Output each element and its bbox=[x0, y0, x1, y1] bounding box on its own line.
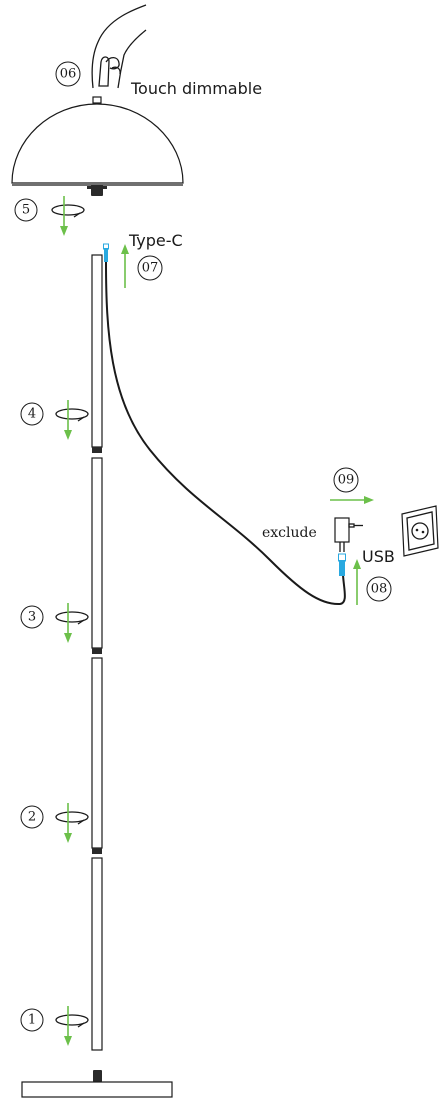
wall-socket-icon bbox=[401, 505, 439, 557]
pole-segment-2 bbox=[91, 657, 103, 854]
svg-text:1: 1 bbox=[28, 1013, 36, 1028]
step-4-badge: 4 bbox=[20, 402, 44, 426]
rotate-arrow-icon bbox=[55, 611, 89, 625]
down-arrow-icon bbox=[64, 400, 72, 440]
step-06-badge: 06 bbox=[55, 61, 81, 87]
step-09-badge: 09 bbox=[333, 467, 359, 493]
right-arrow-icon bbox=[330, 496, 374, 504]
step-3-badge: 3 bbox=[20, 605, 44, 629]
up-arrow-icon bbox=[121, 244, 129, 288]
power-adapter bbox=[334, 517, 363, 552]
usb-label: USB bbox=[362, 547, 395, 566]
pole-segment-4 bbox=[91, 254, 103, 453]
svg-text:5: 5 bbox=[22, 203, 30, 218]
down-arrow-icon bbox=[64, 603, 72, 643]
touch-dimmable-label: Touch dimmable bbox=[130, 79, 262, 98]
svg-text:08: 08 bbox=[371, 582, 388, 597]
type-c-label: Type-C bbox=[128, 231, 183, 250]
hand-touch-icon bbox=[91, 4, 147, 89]
power-cable bbox=[105, 261, 346, 606]
pole-segment-3 bbox=[91, 457, 103, 654]
rotate-arrow-icon bbox=[55, 408, 89, 422]
rotate-arrow-icon bbox=[51, 204, 85, 218]
svg-text:4: 4 bbox=[28, 407, 36, 422]
down-arrow-icon bbox=[64, 1006, 72, 1046]
lamp-base bbox=[21, 1070, 173, 1098]
svg-text:07: 07 bbox=[142, 261, 159, 276]
svg-text:2: 2 bbox=[28, 810, 36, 825]
lamp-shade bbox=[11, 96, 184, 196]
usb-connector bbox=[338, 553, 346, 576]
down-arrow-icon bbox=[60, 196, 68, 236]
step-07-badge: 07 bbox=[137, 255, 163, 281]
step-08-badge: 08 bbox=[366, 576, 392, 602]
rotate-arrow-icon bbox=[55, 811, 89, 825]
step-1-badge: 1 bbox=[20, 1008, 44, 1032]
svg-text:09: 09 bbox=[338, 473, 355, 488]
type-c-connector bbox=[103, 243, 109, 262]
svg-text:3: 3 bbox=[28, 610, 36, 625]
step-5-badge: 5 bbox=[14, 198, 38, 222]
step-2-badge: 2 bbox=[20, 805, 44, 829]
svg-text:06: 06 bbox=[60, 67, 77, 82]
down-arrow-icon bbox=[64, 803, 72, 843]
rotate-arrow-icon bbox=[55, 1014, 89, 1028]
up-arrow-icon bbox=[353, 559, 361, 605]
pole-segment-1 bbox=[91, 857, 103, 1051]
exclude-label: exclude bbox=[262, 525, 317, 541]
